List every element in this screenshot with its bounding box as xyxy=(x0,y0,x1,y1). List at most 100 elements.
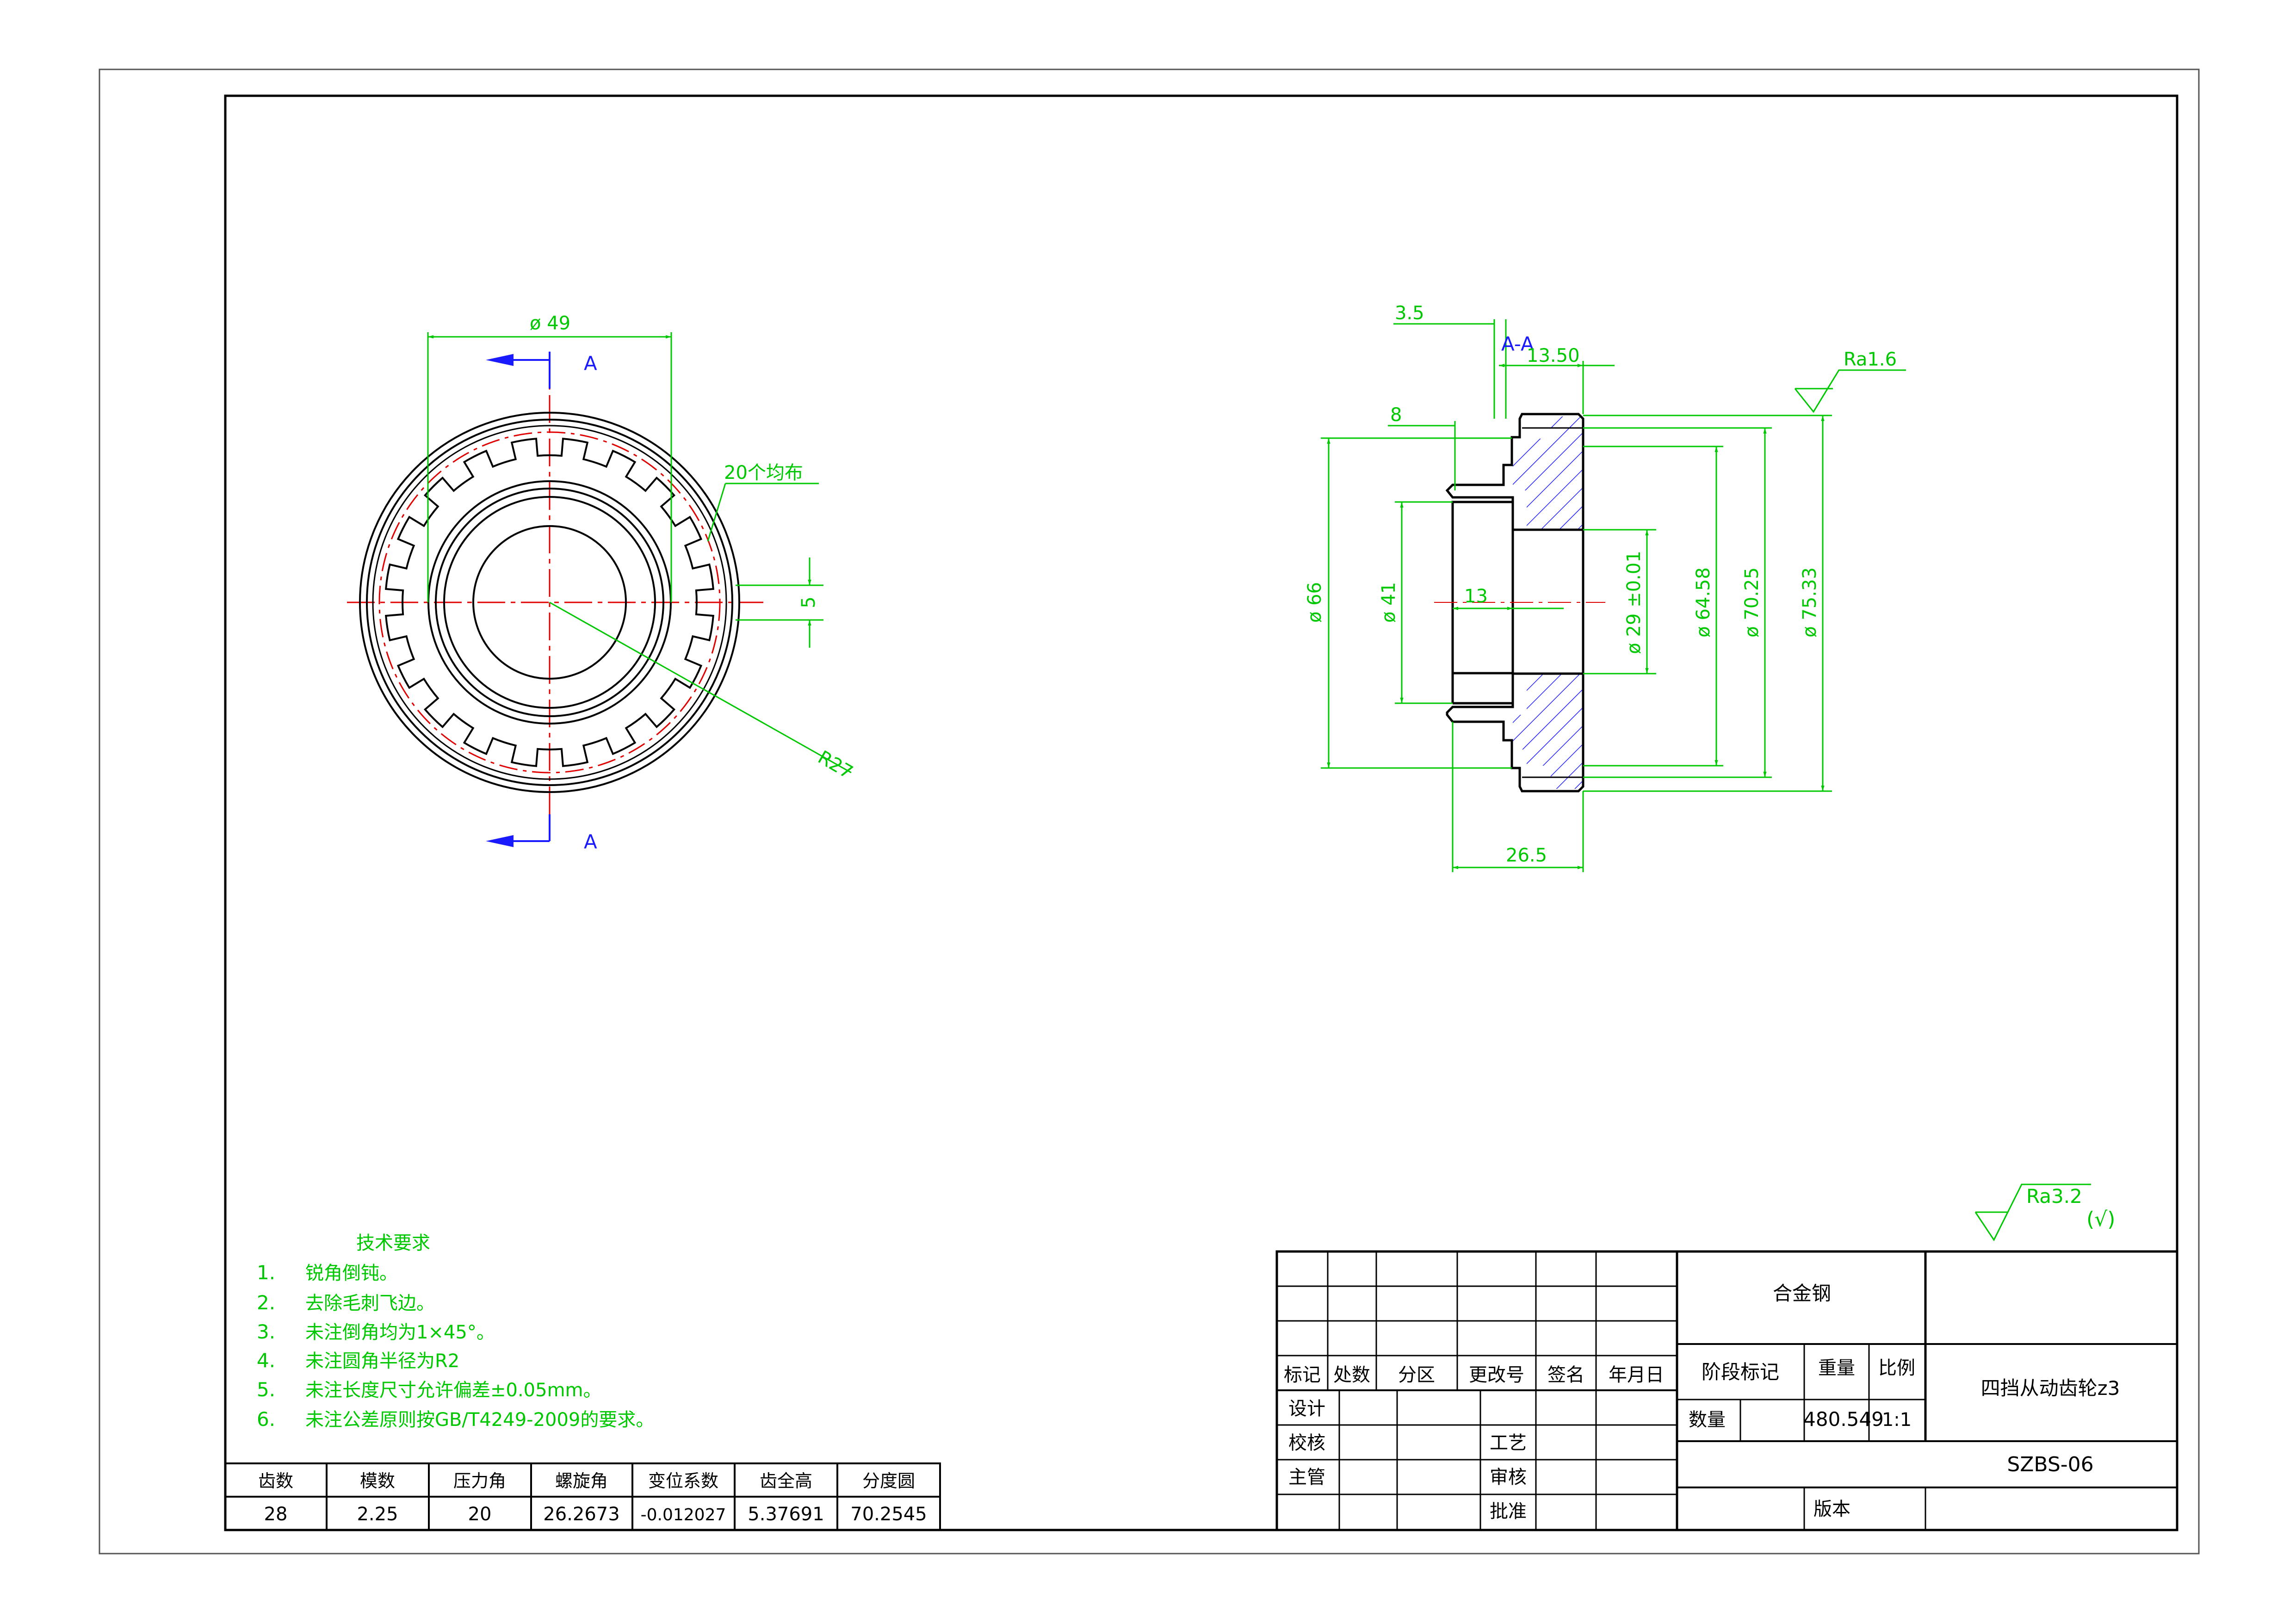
dim-8: 8 xyxy=(1390,404,1402,426)
inner-ring-2 xyxy=(435,488,664,717)
gear-h-module: 模数 xyxy=(360,1471,395,1491)
scale-label: 比例 xyxy=(1878,1357,1915,1379)
gear-v-pitch: 70.2545 xyxy=(850,1504,927,1525)
dim-d49-label: ø 49 xyxy=(530,313,570,334)
gear-h-pitch: 分度圆 xyxy=(862,1471,915,1491)
rev-h-sign: 签名 xyxy=(1547,1364,1584,1386)
gear-v-pressure: 20 xyxy=(468,1504,492,1525)
dim-13: 13 xyxy=(1464,586,1488,607)
general-roughness-suffix: (√) xyxy=(2086,1208,2115,1231)
gear-h-teeth: 齿数 xyxy=(258,1471,293,1491)
rev-h-mark: 标记 xyxy=(1284,1364,1321,1386)
inner-frame xyxy=(224,94,2178,1531)
title-block-grid xyxy=(1275,1250,2178,1531)
role-check: 校核 xyxy=(1288,1432,1325,1454)
role-process: 工艺 xyxy=(1490,1432,1527,1454)
general-roughness xyxy=(1974,1183,2091,1241)
outer-circle xyxy=(359,412,740,793)
dim-width5 xyxy=(736,558,823,648)
tech-item-5-text: 未注长度尺寸允许偏差±0.05mm。 xyxy=(305,1380,602,1401)
role-design: 设计 xyxy=(1288,1398,1325,1419)
inner-ring-3 xyxy=(443,496,656,709)
general-roughness-value: Ra3.2 xyxy=(2026,1185,2082,1208)
ring-circle xyxy=(372,425,727,780)
gear-v-teeth: 28 xyxy=(264,1504,288,1525)
tech-item-3-num: 3. xyxy=(257,1320,275,1343)
gear-h-shift: 变位系数 xyxy=(648,1471,718,1491)
drawing-number: SZBS-06 xyxy=(2007,1453,2093,1476)
pitch-circle xyxy=(378,431,721,774)
tech-item-5-num: 5. xyxy=(257,1378,275,1401)
dim-dia29: ø 29 ±0.01 xyxy=(1623,551,1645,654)
qty-label: 数量 xyxy=(1689,1409,1726,1431)
tech-item-4-text: 未注圆角半径为R2 xyxy=(305,1350,459,1372)
gear-h-depth: 齿全高 xyxy=(760,1471,812,1491)
tech-item-2-num: 2. xyxy=(257,1291,275,1314)
title-block-text: 合金钢 四挡从动齿轮z3 SZBS-06 标记 处数 分区 更改号 签名 年月日… xyxy=(1284,1282,2120,1522)
tech-item-6-text: 未注公差原则按GB/T4249-2009的要求。 xyxy=(305,1409,654,1431)
section-arrow-top: A xyxy=(486,352,597,389)
spline-teeth xyxy=(385,438,714,767)
weight-value: 480.549 xyxy=(1803,1408,1884,1431)
dim-width5-label: 5 xyxy=(798,596,819,608)
dim-13_50: 13.50 xyxy=(1527,345,1580,366)
gear-table-values: 28 2.25 20 26.2673 -0.012027 5.37691 70.… xyxy=(264,1504,927,1525)
section-label-top: A xyxy=(584,352,597,375)
gear-h-helix: 螺旋角 xyxy=(555,1471,608,1491)
dim-3_5: 3.5 xyxy=(1395,303,1424,324)
hatch-lower xyxy=(1527,674,1585,789)
tech-title: 技术要求 xyxy=(356,1233,430,1254)
weight-label: 重量 xyxy=(1818,1357,1855,1379)
rev-h-date: 年月日 xyxy=(1609,1364,1664,1386)
tech-item-1-num: 1. xyxy=(257,1261,275,1284)
dim-26_5: 26.5 xyxy=(1506,845,1547,866)
dim-teeth-label: 20个均布 xyxy=(724,462,803,483)
rev-h-change: 更改号 xyxy=(1469,1364,1524,1386)
gear-v-helix: 26.2673 xyxy=(543,1504,619,1525)
tech-item-2-text: 去除毛刺飞边。 xyxy=(305,1293,435,1314)
roughness-ra1_6: Ra1.6 xyxy=(1844,349,1897,370)
tech-item-4-num: 4. xyxy=(257,1349,275,1372)
role-approve: 批准 xyxy=(1490,1501,1527,1522)
rev-h-zone: 分区 xyxy=(1398,1364,1435,1386)
role-review: 审核 xyxy=(1490,1467,1527,1488)
dim-dia75_33: ø 75.33 xyxy=(1799,567,1820,638)
gear-h-pressure: 压力角 xyxy=(453,1471,506,1491)
section-dims xyxy=(1321,319,1906,872)
dim-dia64_58: ø 64.58 xyxy=(1693,567,1714,638)
dim-dia41: ø 41 xyxy=(1378,582,1399,623)
bore-circle xyxy=(472,525,627,680)
scale-value: 1:1 xyxy=(1882,1409,1912,1431)
tech-item-1-text: 锐角倒钝。 xyxy=(305,1263,398,1284)
section-arrow-bottom: A xyxy=(486,814,597,853)
section-title: A-A xyxy=(1501,333,1534,355)
tech-item-6-num: 6. xyxy=(257,1408,275,1431)
gear-table xyxy=(224,1462,941,1531)
outer-frame xyxy=(99,68,2200,1555)
outer-circle-2 xyxy=(366,419,733,786)
version-label: 版本 xyxy=(1813,1499,1850,1520)
dim-d49 xyxy=(427,332,672,602)
front-view: A A ø 49 20个均布 5 R27 xyxy=(347,313,856,853)
tech-item-3-text: 未注倒角均为1×45°。 xyxy=(305,1322,495,1343)
hatch-upper xyxy=(1527,416,1585,530)
gear-v-depth: 5.37691 xyxy=(748,1504,824,1525)
material: 合金钢 xyxy=(1773,1282,1831,1305)
gear-v-shift: -0.012027 xyxy=(641,1505,726,1524)
gear-table-headers: 齿数 模数 压力角 螺旋角 变位系数 齿全高 分度圆 xyxy=(258,1471,915,1491)
hatch-upper-2 xyxy=(1513,449,1527,490)
section-label-bottom: A xyxy=(584,830,597,853)
section-outline xyxy=(1445,413,1584,793)
dim-r27-label: R27 xyxy=(814,747,856,783)
dim-r27-leader xyxy=(549,601,852,774)
role-supervisor: 主管 xyxy=(1288,1467,1325,1488)
part-name: 四挡从动齿轮z3 xyxy=(1981,1377,2120,1400)
dim-dia70_25: ø 70.25 xyxy=(1741,567,1763,638)
rev-h-count: 处数 xyxy=(1333,1364,1370,1386)
leader-teeth xyxy=(707,483,819,542)
section-view: A-A 3.5 13.50 8 13 26.5 ø 66 ø 41 ø 29 ±… xyxy=(1304,303,1906,872)
gear-v-module: 2.25 xyxy=(357,1504,398,1525)
dim-dia66: ø 66 xyxy=(1304,582,1325,623)
stage-label: 阶段标记 xyxy=(1702,1361,1779,1383)
